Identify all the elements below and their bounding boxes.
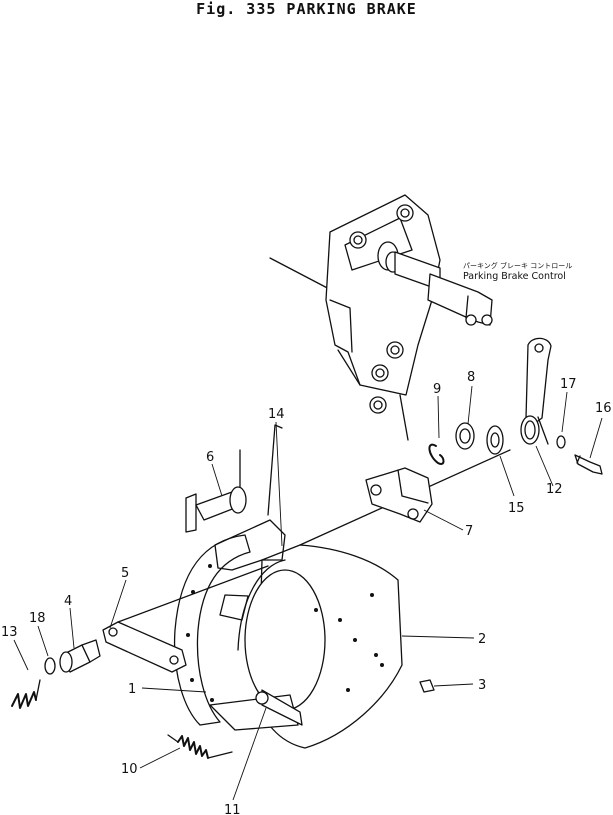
lever-assembly bbox=[299, 337, 603, 546]
callout-13: 13 bbox=[1, 625, 18, 640]
callout-8: 8 bbox=[467, 370, 475, 385]
control-label-english: Parking Brake Control bbox=[463, 271, 566, 282]
control-label-japanese: パーキング ブレーキ コントロール bbox=[463, 261, 572, 270]
callout-10: 10 bbox=[121, 762, 138, 777]
pin bbox=[185, 449, 247, 533]
callout-7: 7 bbox=[465, 524, 473, 539]
callout-6: 6 bbox=[206, 450, 214, 465]
callout-9: 9 bbox=[433, 382, 441, 397]
link-plate bbox=[102, 565, 269, 673]
callout-1: 1 bbox=[128, 682, 136, 697]
brake-drum bbox=[237, 544, 403, 749]
callout-16: 16 bbox=[595, 401, 612, 416]
leader-lines bbox=[13, 385, 603, 801]
callout-18: 18 bbox=[29, 611, 46, 626]
callout-15: 15 bbox=[508, 501, 525, 516]
control-bracket bbox=[269, 194, 493, 441]
callout-labels: 1 2 3 4 5 6 7 8 9 10 11 12 13 14 15 16 1… bbox=[1, 370, 612, 815]
callout-12: 12 bbox=[546, 482, 563, 497]
figure-title: Fig. 335 PARKING BRAKE bbox=[196, 0, 417, 18]
callout-2: 2 bbox=[478, 632, 486, 647]
bracket-block bbox=[365, 467, 433, 523]
callout-11: 11 bbox=[224, 803, 241, 815]
callout-5: 5 bbox=[121, 566, 129, 581]
adjuster bbox=[11, 639, 101, 709]
callout-17: 17 bbox=[560, 377, 577, 392]
small-bolt bbox=[419, 679, 435, 693]
callout-3: 3 bbox=[478, 678, 486, 693]
callout-4: 4 bbox=[64, 594, 72, 609]
callout-14: 14 bbox=[268, 407, 285, 422]
return-spring bbox=[167, 734, 233, 759]
